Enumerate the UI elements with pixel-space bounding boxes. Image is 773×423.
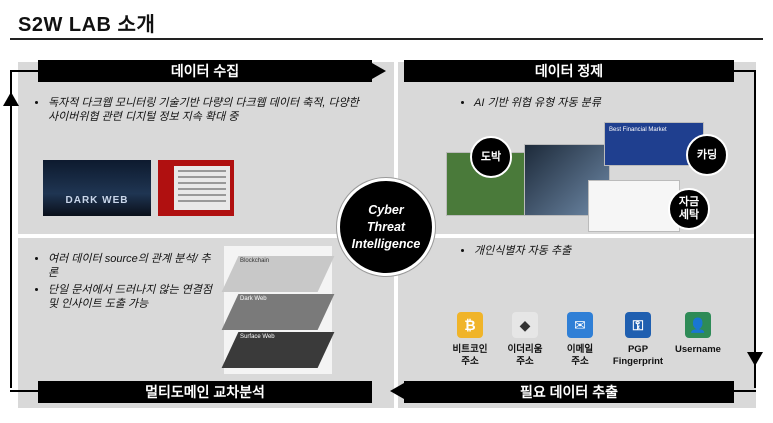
tag-laundering: 자금 세탁 bbox=[668, 188, 710, 230]
cycle-line-left bbox=[10, 70, 12, 388]
page-title: S2W LAB 소개 bbox=[18, 14, 156, 36]
ethereum-icon: ◆ bbox=[512, 312, 538, 338]
email-icon: ✉ bbox=[567, 312, 593, 338]
tag-carding: 카딩 bbox=[686, 134, 728, 176]
cycle-line-tr bbox=[734, 70, 756, 72]
ransomware-screenshot bbox=[158, 160, 234, 216]
bullets-collect: 독자적 다크웹 모니터링 기술기반 다량의 다크웹 데이터 축적, 다양한 사이… bbox=[34, 96, 364, 127]
bullets-extract: 개인식별자 자동 추출 bbox=[460, 244, 710, 261]
arrow-right-icon bbox=[372, 63, 386, 79]
bullets-analyze: 여러 데이터 source의 관계 분석/ 추론 단일 문서에서 드러나지 않는… bbox=[34, 252, 214, 314]
tag-gambling: 도박 bbox=[470, 136, 512, 178]
layer-surface-web: Surface Web bbox=[221, 332, 335, 368]
bullet-item: AI 기반 위협 유형 자동 분류 bbox=[474, 96, 710, 110]
arrow-down-icon bbox=[747, 352, 763, 366]
bullet-item: 여러 데이터 source의 관계 분석/ 추론 bbox=[48, 252, 214, 280]
header-refine: 데이터 정제 bbox=[404, 60, 734, 82]
bullets-refine: AI 기반 위협 유형 자동 분류 bbox=[460, 96, 710, 113]
identifier-label: Username bbox=[675, 344, 721, 355]
arrow-left-icon bbox=[390, 383, 404, 399]
header-extract: 필요 데이터 추출 bbox=[404, 381, 734, 403]
cycle-line-right bbox=[754, 70, 756, 388]
dark-web-image: DARK WEB bbox=[43, 160, 151, 216]
bullet-item: 독자적 다크웹 모니터링 기술기반 다량의 다크웹 데이터 축적, 다양한 사이… bbox=[48, 96, 364, 124]
layer-blockchain: Blockchain bbox=[221, 256, 335, 292]
cycle-line-bl bbox=[10, 390, 38, 392]
cycle-line-tl bbox=[10, 70, 38, 72]
identifier-label: PGP Fingerprint bbox=[612, 344, 664, 367]
laundering-site-screenshot bbox=[588, 180, 680, 232]
bullet-item: 개인식별자 자동 추출 bbox=[474, 244, 710, 258]
identifier-label: 비트코인 주소 bbox=[452, 344, 488, 367]
cti-cycle-diagram: 데이터 수집 데이터 정제 멀티도메인 교차분석 필요 데이터 추출 독자적 다… bbox=[3, 52, 764, 416]
key-icon: ⚿ bbox=[625, 312, 651, 338]
user-icon: 👤 bbox=[685, 312, 711, 338]
identifier-label: 이더리움 주소 bbox=[507, 344, 543, 367]
header-collect: 데이터 수집 bbox=[38, 60, 372, 82]
layer-dark-web: Dark Web bbox=[221, 294, 335, 330]
title-rule bbox=[10, 38, 763, 40]
arrow-up-icon bbox=[3, 92, 19, 106]
identifier-label: 이메일 주소 bbox=[566, 344, 594, 367]
header-analyze: 멀티도메인 교차분석 bbox=[38, 381, 372, 403]
bullet-item: 단일 문서에서 드러나지 않는 연결점 및 인사이트 도출 가능 bbox=[48, 283, 214, 311]
cycle-line-br bbox=[734, 390, 756, 392]
layered-web-diagram: Blockchain Dark Web Surface Web bbox=[221, 246, 335, 374]
bitcoin-icon: ₿ bbox=[457, 312, 483, 338]
